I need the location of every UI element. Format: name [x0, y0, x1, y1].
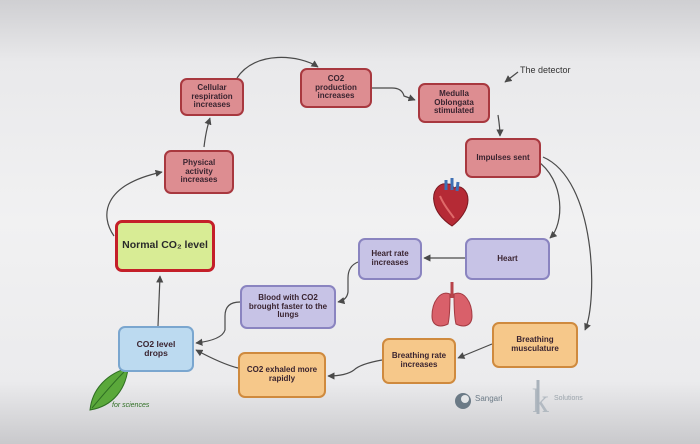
edge-blood-to-co2drops	[195, 301, 241, 346]
edge-exhaled-to-co2drops	[195, 349, 239, 369]
node-cellular-respiration: Cellular respiration increases	[180, 78, 244, 116]
node-normal-co2-level: Normal CO₂ level	[115, 220, 215, 272]
node-blood-with-co2: Blood with CO2 brought faster to the lun…	[240, 285, 336, 329]
node-heart-rate-increases: Heart rate increases	[358, 238, 422, 280]
node-co2-production: CO2 production increases	[300, 68, 372, 108]
edge-physical-to-cellular	[203, 117, 212, 148]
edge-medulla-to-impulses	[496, 114, 504, 137]
node-impulses-sent: Impulses sent	[465, 138, 541, 178]
node-co2-exhaled: CO2 exhaled more rapidly	[238, 352, 326, 398]
svg-text:k: k	[532, 383, 549, 420]
k-logo-icon: k	[532, 380, 549, 420]
node-breathing-musculature: Breathing musculature	[492, 322, 578, 368]
edge-detector-pointer	[504, 71, 519, 83]
edge-impulses-to-musculature	[542, 156, 593, 331]
edge-impulses-to-heart	[535, 159, 561, 239]
brand-text: Sangari	[475, 394, 503, 403]
brand2-text: Solutions	[554, 395, 583, 402]
edge-co2prod-to-medulla	[371, 87, 416, 102]
edge-cellular-to-co2prod	[236, 56, 319, 79]
sangari-logo-icon	[455, 393, 471, 409]
node-medulla-oblongata: Medulla Oblongata stimulated	[418, 83, 490, 123]
node-breathing-rate: Breathing rate increases	[382, 338, 456, 384]
edge-breathrate-to-exhaled	[327, 359, 383, 380]
edge-musculature-to-breathrate	[457, 343, 493, 359]
lungs-illustration-icon	[431, 282, 473, 327]
edge-co2drops-to-normal	[156, 275, 164, 327]
heart-illustration-icon	[433, 178, 469, 227]
edge-heartrate-to-blood	[337, 261, 359, 305]
edge-normal-to-physical	[106, 169, 163, 237]
footer-text: for sciences	[112, 402, 150, 409]
node-co2-level-drops: CO2 level drops	[118, 326, 194, 372]
detector-label: The detector	[520, 65, 571, 75]
node-heart: Heart	[465, 238, 550, 280]
node-physical-activity: Physical activity increases	[164, 150, 234, 194]
